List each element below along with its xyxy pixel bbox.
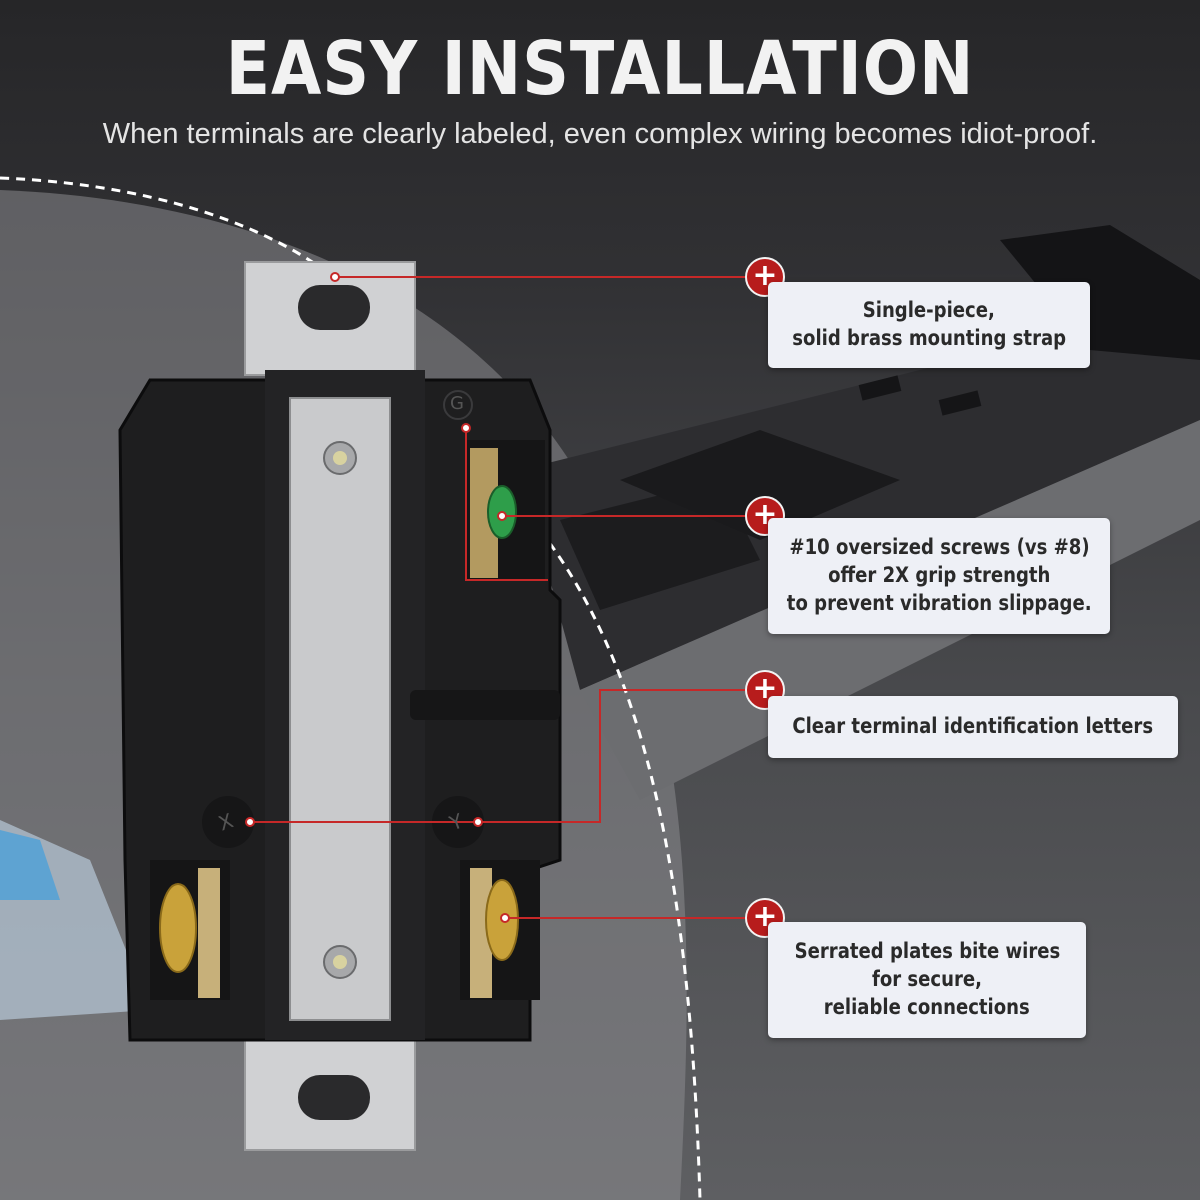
- callout-terminal-letters: Clear terminal identification letters: [768, 696, 1178, 758]
- mounting-strap-bottom: [244, 1034, 416, 1151]
- page-title: EASY INSTALLATION: [225, 26, 975, 112]
- callout-line: to prevent vibration slippage.: [786, 590, 1092, 615]
- phone-screen: [0, 830, 60, 900]
- page-subtitle: When terminals are clearly labeled, even…: [102, 118, 1098, 150]
- callout-line: offer 2X grip strength: [827, 563, 1051, 588]
- callout-line: Clear terminal identification letters: [792, 714, 1154, 739]
- strap-bar: [289, 397, 391, 1021]
- leader-lines: [250, 276, 765, 919]
- brass-terminal-right: [460, 860, 540, 1000]
- callout-line: #10 oversized screws (vs #8): [788, 535, 1090, 560]
- callout-line: Serrated plates bite wires: [794, 939, 1060, 964]
- brass-terminal-left: [150, 860, 230, 1000]
- plus-icon: +: [745, 898, 785, 938]
- leader-dots: [245, 272, 510, 923]
- callout-mounting-strap: Single-piece, solid brass mounting strap: [768, 282, 1090, 368]
- dashed-arc-right: [538, 529, 702, 1200]
- usb-plug: [1000, 225, 1200, 360]
- callout-line: reliable connections: [824, 994, 1030, 1019]
- mounting-strap-top: [244, 261, 416, 376]
- callout-oversized-screws: #10 oversized screws (vs #8) offer 2X gr…: [768, 518, 1110, 634]
- callout-line: Single-piece,: [862, 298, 996, 323]
- terminal-x-marker: [202, 796, 254, 848]
- callout-serrated-plates: Serrated plates bite wires for secure, r…: [768, 922, 1086, 1038]
- body-notch: [410, 690, 560, 720]
- terminal-g-letter: G: [450, 393, 464, 414]
- callout-line: for secure,: [871, 967, 983, 992]
- strip-sockets: [560, 375, 982, 610]
- callout-line: solid brass mounting strap: [792, 326, 1066, 350]
